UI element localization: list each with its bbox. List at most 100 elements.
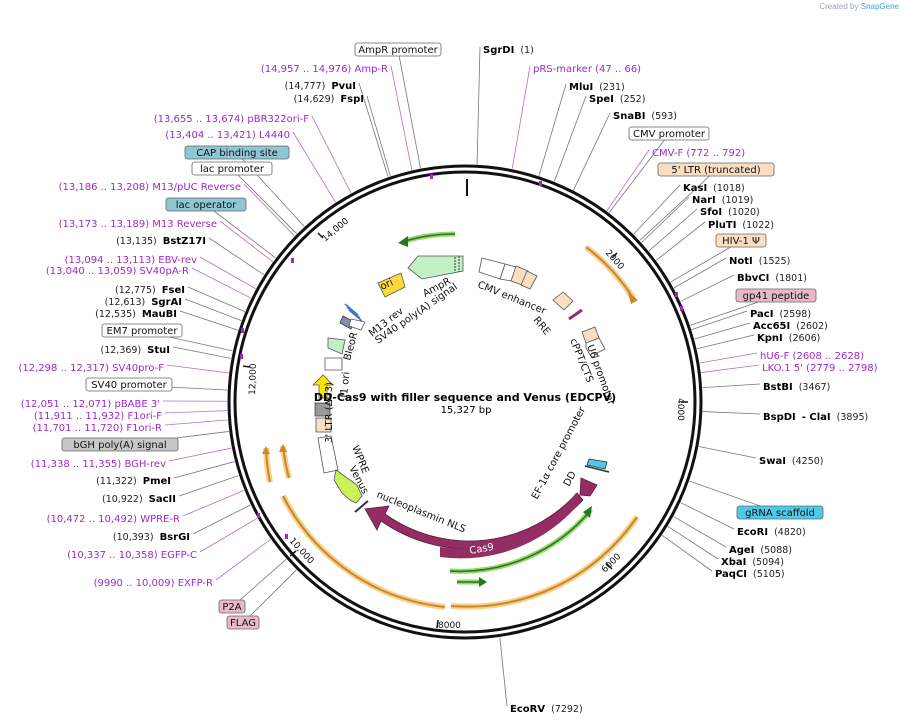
annotation-site: (12,613) SgrAI (105, 297, 182, 308)
leader-line (661, 534, 713, 572)
annotation-box: gp41 peptide (735, 288, 817, 303)
annotation-primer: CMV-F (772 .. 792) (652, 148, 745, 159)
annotation-box: HIV-1 Ψ (715, 233, 767, 248)
leader-line (231, 558, 287, 608)
annotation-site: NotI(1525) (729, 256, 790, 267)
annotation-site-text: NarI(1019) (692, 195, 753, 206)
plasmid-name: DD-Cas9 with filler sequence and Venus (… (314, 391, 616, 404)
leader-line (648, 208, 698, 252)
annotation-site: SfoI(1020) (700, 207, 760, 218)
annotation-primer-text: (13,094 .. 13,113) EBV-rev (65, 255, 197, 266)
annotation-site: (10,393)BsrGI (113, 532, 190, 543)
orf-arrowheads (262, 292, 638, 454)
annotation-box (735, 288, 817, 303)
site-position: (252) (620, 94, 646, 105)
annotation-box-text: SV40 promoter (91, 380, 167, 391)
site-position: (1019) (722, 195, 754, 206)
annotation-site-text: PacI(2598) (750, 309, 811, 320)
leader-line (476, 46, 481, 165)
annotation-site-text: PaqCI(5105) (715, 569, 785, 580)
leader-line (691, 310, 748, 330)
annotation-primer-text: (14,957 .. 14,976) Amp-R (261, 64, 388, 75)
leader-line (358, 82, 389, 177)
site-name: AgeI (729, 545, 754, 556)
annotation-site-text: BbvCI(1801) (737, 273, 807, 284)
site-position: (12,613) (105, 297, 146, 308)
annotation-primer: (10,337 .. 10,358) EGFP-C (67, 550, 197, 561)
annotation-box-text: gRNA scaffold (745, 508, 815, 519)
leader-line (499, 637, 508, 707)
site-name: PaqCI (715, 569, 747, 580)
leader-line (698, 446, 757, 459)
annotation-box-text: P2A (222, 602, 241, 613)
annotation-site: NarI(1019) (692, 195, 753, 206)
annotation-site: EcoRV(7292) (510, 704, 583, 715)
backbone-inner-ring (233, 170, 697, 634)
annotation-box: gRNA scaffold (736, 505, 824, 520)
annotation-primer: pRS-marker (47 .. 66) (533, 64, 641, 75)
site-position: (231) (599, 82, 625, 93)
site-name: SwaI (759, 456, 786, 467)
site-position: (5094) (752, 557, 784, 568)
leader-line (667, 526, 719, 560)
leader-line (573, 112, 611, 191)
annotation-primer: (9990 .. 10,009) EXFP-R (94, 578, 213, 589)
site-name: SpeI (589, 94, 614, 105)
annotation-box (61, 437, 179, 452)
site-name: SgrAI (151, 297, 182, 308)
annotation-site-text: (14,777)PvuI (285, 81, 356, 92)
annotation-site-text: (10,393)BsrGI (113, 532, 190, 543)
annotation-box: CMV promoter (628, 126, 710, 141)
leader-line (168, 447, 232, 462)
annotation-primer: (11,911 .. 11,932) F1ori-F (34, 411, 162, 422)
ring-ticks (242, 179, 688, 629)
annotation-primer: (11,701 .. 11,720) F1ori-R (33, 423, 162, 434)
annotation-primer: (10,472 .. 10,492) WPRE-R (47, 514, 180, 525)
annotation-primer-text: (13,655 .. 13,674) pBR322ori-F (154, 114, 310, 125)
annotation-primer-text: (12,051 .. 12,071) pBABE 3' (21, 399, 160, 410)
annotation-box-text: FLAG (230, 618, 256, 629)
leader-line (164, 419, 228, 426)
annotation-box-text: 5' LTR (truncated) (671, 165, 760, 176)
leader-line (231, 168, 297, 234)
credit-brand: SnapGene (860, 2, 899, 11)
u6-feature (585, 337, 606, 359)
site-name: Acc65I (753, 321, 790, 332)
ef1a-label: EF-1α core promoter (530, 404, 589, 501)
primer-markers (240, 174, 683, 539)
annotation-site-text: NotI(1525) (729, 256, 790, 267)
bleor-feature (327, 337, 346, 355)
annotation-box: lac promoter (191, 161, 273, 176)
annotation-primer-text: (13,040 .. 13,059) SV40pA-R (46, 266, 189, 277)
backbone-outer-ring (227, 164, 703, 640)
annotation-site-text: SwaI (4250) (759, 456, 824, 467)
annotation-site: SpeI (252) (589, 94, 645, 105)
annotation-box-text: bGH poly(A) signal (73, 440, 166, 451)
leader-line (696, 334, 755, 350)
features: ori (312, 255, 610, 559)
annotation-box-text: HIV-1 Ψ (722, 236, 760, 247)
leader-line (554, 95, 587, 182)
annotation-site: BstBI(3467) (763, 382, 830, 393)
leader-line (173, 461, 235, 479)
annotation-box: FLAG (226, 615, 260, 630)
site-position: (4820) (774, 527, 806, 538)
annotation-site: SwaI (4250) (759, 456, 824, 467)
leader-line (205, 204, 276, 259)
annotation-primer-text: CMV-F (772 .. 792) (652, 148, 745, 159)
annotation-site: PacI(2598) (750, 309, 811, 320)
annotation-primer-text: (10,472 .. 10,492) WPRE-R (47, 514, 180, 525)
site-name: KasI (683, 183, 707, 194)
annotation-box-text: EM7 promoter (107, 326, 179, 337)
site-position: (4250) (792, 456, 824, 467)
annotation-primer-text: pRS-marker (47 .. 66) (533, 64, 641, 75)
annotation-box (715, 233, 767, 248)
plasmid-length: 15,327 bp (441, 405, 492, 416)
annotation-box (218, 599, 246, 614)
annotation-site: KasI(1018) (683, 183, 745, 194)
annotation-site-text: KasI(1018) (683, 183, 745, 194)
tick-label-4000: 4000 (675, 398, 685, 421)
f1ori-feature (312, 374, 334, 399)
site-name: StuI (147, 345, 170, 356)
leader-line (191, 267, 252, 299)
